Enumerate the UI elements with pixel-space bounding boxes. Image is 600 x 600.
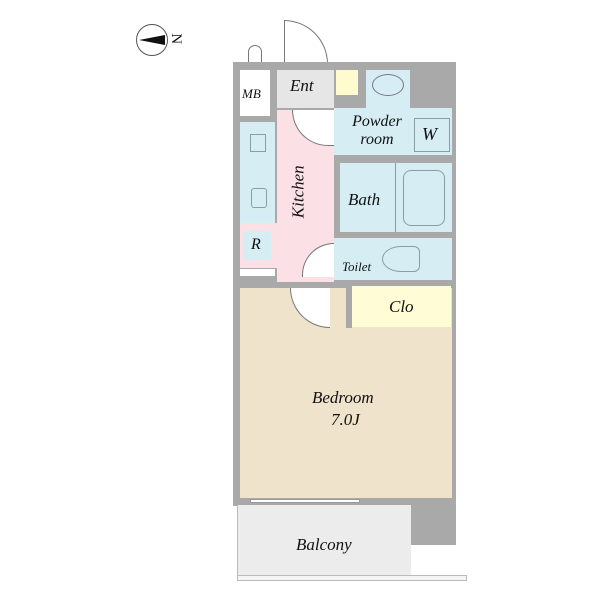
room-mb: [240, 70, 270, 116]
balcony: [237, 505, 411, 580]
bathtub-icon: [395, 163, 396, 232]
stove-icon: [250, 134, 266, 152]
room-entrance: [277, 70, 334, 108]
bathtub-basin: [403, 170, 445, 226]
right-column: [410, 505, 456, 545]
refrigerator-space: [243, 231, 271, 260]
kitchen-sink-icon: [251, 188, 267, 208]
room-closet: [352, 286, 451, 327]
kitchen-label: Kitchen: [288, 165, 308, 219]
refrigerator-label: R: [251, 236, 261, 253]
toilet-icon: [382, 246, 420, 272]
powder-room-label: Powder room: [352, 113, 402, 149]
closet-label: Clo: [389, 297, 414, 316]
ent-label: Ent: [290, 76, 314, 95]
bedroom-label: Bedroom: [312, 388, 374, 407]
kitchen-counter: [240, 122, 275, 223]
mb-door: [248, 45, 262, 65]
bedroom-size: 7.0J: [331, 410, 360, 429]
entrance-door: [284, 20, 328, 64]
room-bath: [340, 163, 452, 232]
shoe-cabinet: [336, 70, 358, 95]
closet-wall: [346, 282, 352, 328]
mb-label: MB: [242, 86, 261, 101]
washer-label: W: [422, 124, 437, 144]
storage-shelf: [240, 269, 275, 276]
washer-space: [414, 118, 450, 152]
sink-icon: [372, 74, 404, 96]
compass-north-label: N: [168, 33, 185, 45]
balcony-rail: [237, 575, 467, 581]
toilet-label: Toilet: [342, 259, 372, 274]
bath-label: Bath: [348, 190, 381, 209]
compass-icon: [136, 24, 168, 56]
balcony-window: [250, 499, 360, 503]
balcony-label: Balcony: [296, 535, 352, 554]
room-powder: [334, 108, 452, 155]
